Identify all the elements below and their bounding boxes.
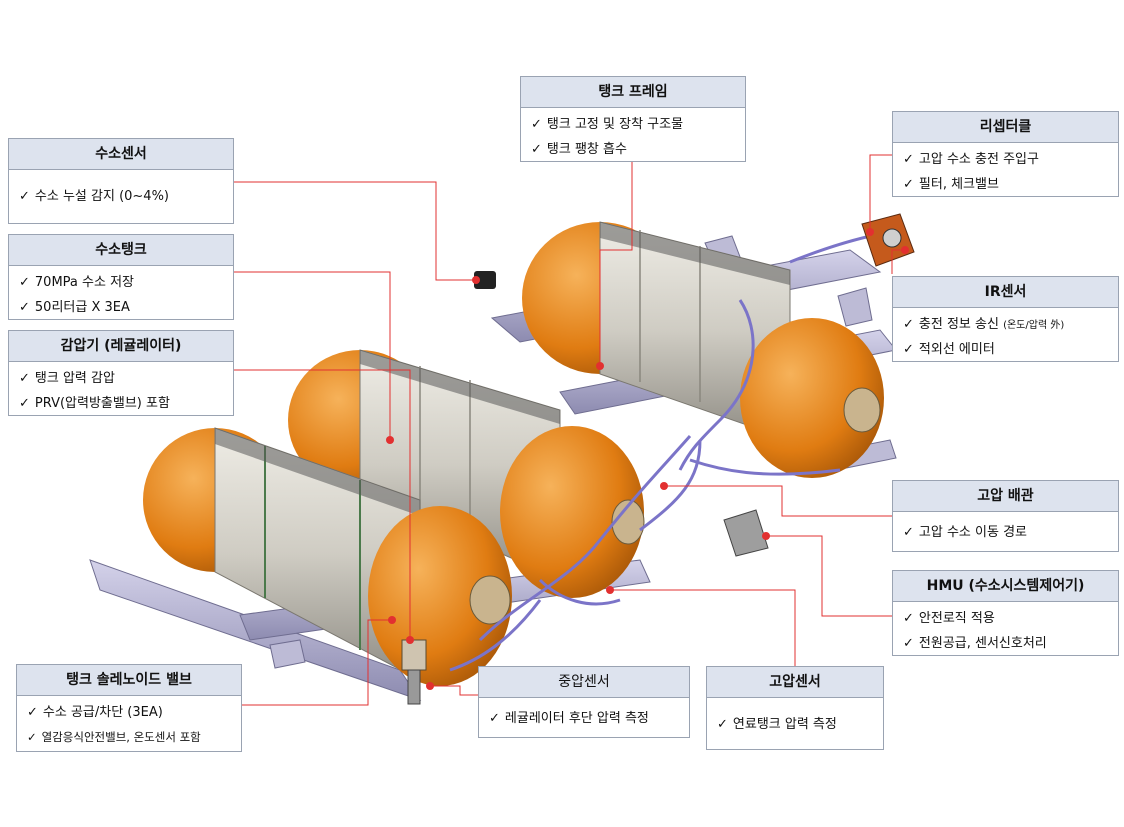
callout-item: ✓수소 누설 감지 (0~4%)	[19, 189, 169, 204]
hmu-component	[723, 509, 769, 557]
check-icon: ✓	[903, 611, 914, 626]
hydrogen-sensor-callout: 수소센서 ✓수소 누설 감지 (0~4%)	[8, 138, 234, 224]
callout-item: ✓고압 수소 이동 경로	[903, 525, 1027, 540]
check-icon: ✓	[19, 371, 30, 386]
check-icon: ✓	[19, 396, 30, 411]
callout-item: ✓필터, 체크밸브	[903, 177, 999, 192]
callout-item: ✓50리터급 X 3EA	[19, 300, 130, 315]
callout-item: ✓탱크 팽창 흡수	[531, 142, 627, 157]
callout-item: ✓열감응식안전밸브, 온도센서 포함	[27, 730, 201, 744]
check-icon: ✓	[531, 142, 542, 157]
callout-item: ✓충전 정보 송신 (온도/압력 外)	[903, 317, 1065, 332]
callout-title: 탱크 프레임	[521, 77, 745, 108]
callout-item: ✓수소 공급/차단 (3EA)	[27, 705, 163, 720]
check-icon: ✓	[19, 300, 30, 315]
callout-title: 감압기 (레귤레이터)	[9, 331, 233, 362]
hmu-callout: HMU (수소시스템제어기) ✓안전로직 적용 ✓전원공급, 센서신호처리	[892, 570, 1119, 656]
check-icon: ✓	[717, 717, 728, 732]
callout-title: 수소탱크	[9, 235, 233, 266]
check-icon: ✓	[531, 117, 542, 132]
callout-item: ✓전원공급, 센서신호처리	[903, 636, 1047, 651]
check-icon: ✓	[27, 730, 37, 744]
callout-item: ✓탱크 고정 및 장착 구조물	[531, 117, 684, 132]
callout-item: ✓적외선 에미터	[903, 342, 995, 357]
tank-frame-callout: 탱크 프레임 ✓탱크 고정 및 장착 구조물 ✓탱크 팽창 흡수	[520, 76, 746, 162]
callout-title: IR센서	[893, 277, 1118, 308]
hydrogen-tank-front	[143, 427, 512, 686]
receptacle-component	[861, 213, 915, 267]
callout-item: ✓레귤레이터 후단 압력 측정	[489, 711, 649, 726]
callout-title: 수소센서	[9, 139, 233, 170]
check-icon: ✓	[903, 342, 914, 357]
check-icon: ✓	[27, 705, 38, 720]
high-pressure-sensor-callout: 고압센서 ✓연료탱크 압력 측정	[706, 666, 884, 750]
callout-item: ✓PRV(압력방출밸브) 포함	[19, 396, 170, 411]
leader-lines	[234, 154, 905, 706]
regulator-callout: 감압기 (레귤레이터) ✓탱크 압력 감압 ✓PRV(압력방출밸브) 포함	[8, 330, 234, 416]
callout-item-note: (온도/압력 外)	[1003, 320, 1065, 331]
leader-dots	[386, 228, 909, 690]
callout-title: 고압 배관	[893, 481, 1118, 512]
check-icon: ✓	[19, 189, 30, 204]
mid-pressure-sensor-callout: 중압센서 ✓레귤레이터 후단 압력 측정	[478, 666, 690, 738]
hydrogen-tank-callout: 수소탱크 ✓70MPa 수소 저장 ✓50리터급 X 3EA	[8, 234, 234, 320]
check-icon: ✓	[903, 152, 914, 167]
callout-item: ✓안전로직 적용	[903, 611, 995, 626]
check-icon: ✓	[903, 317, 914, 332]
callout-item: ✓70MPa 수소 저장	[19, 275, 134, 290]
check-icon: ✓	[489, 711, 500, 726]
solenoid-valve-component	[401, 639, 427, 705]
check-icon: ✓	[903, 525, 914, 540]
callout-item: ✓탱크 압력 감압	[19, 371, 115, 386]
callout-title: 고압센서	[707, 667, 883, 698]
callout-title: 중압센서	[479, 667, 689, 698]
solenoid-valve-callout: 탱크 솔레노이드 밸브 ✓수소 공급/차단 (3EA) ✓열감응식안전밸브, 온…	[16, 664, 242, 752]
callout-title: 리셉터클	[893, 112, 1118, 143]
callout-item: ✓고압 수소 충전 주입구	[903, 152, 1039, 167]
check-icon: ✓	[903, 177, 914, 192]
callout-title: HMU (수소시스템제어기)	[893, 571, 1118, 602]
hydrogen-sensor-component	[474, 271, 496, 289]
ir-sensor-callout: IR센서 ✓충전 정보 송신 (온도/압력 外) ✓적외선 에미터	[892, 276, 1119, 362]
receptacle-callout: 리셉터클 ✓고압 수소 충전 주입구 ✓필터, 체크밸브	[892, 111, 1119, 197]
callout-title: 탱크 솔레노이드 밸브	[17, 665, 241, 696]
check-icon: ✓	[19, 275, 30, 290]
hp-piping-callout: 고압 배관 ✓고압 수소 이동 경로	[892, 480, 1119, 552]
callout-item: ✓연료탱크 압력 측정	[717, 717, 837, 732]
check-icon: ✓	[903, 636, 914, 651]
hydrogen-tank-rear	[522, 221, 884, 478]
